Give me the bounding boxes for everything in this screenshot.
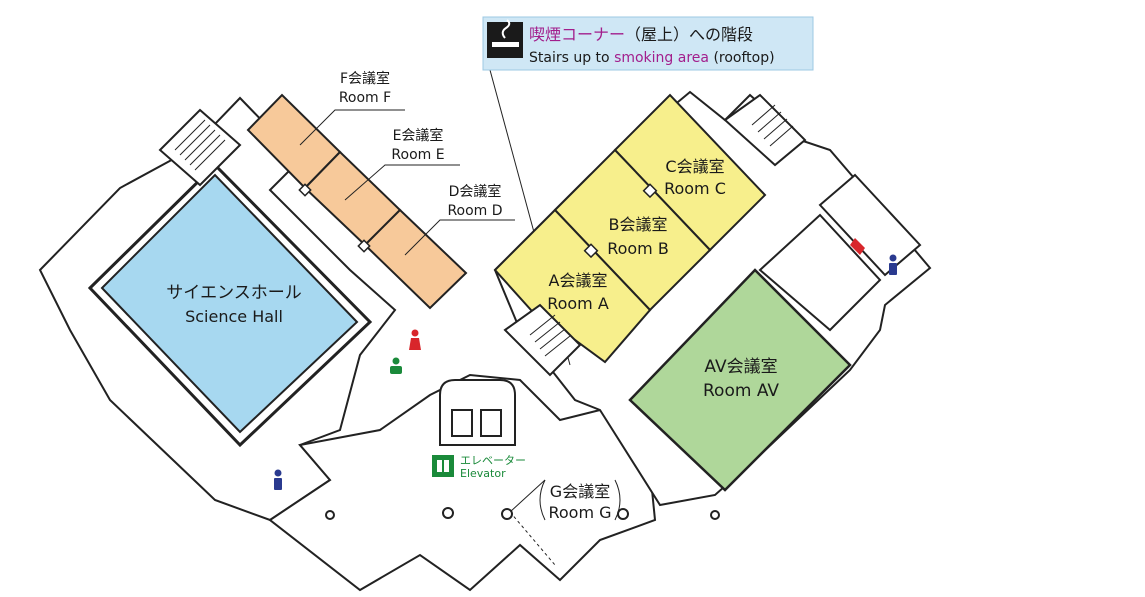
science-hall[interactable]: サイエンスホール Science Hall xyxy=(87,162,373,448)
restroom-male-icon-right xyxy=(889,254,897,275)
room-c-label-jp: C会議室 xyxy=(665,157,724,176)
lobby-outline xyxy=(268,373,657,592)
room-b-label-en: Room B xyxy=(607,239,669,258)
room-d-label: D会議室 Room D xyxy=(447,183,502,219)
room-g-label-jp: G会議室 xyxy=(550,482,610,501)
orange-rooms xyxy=(246,93,468,310)
science-hall-floor xyxy=(100,173,359,434)
smoking-legend-en: Stairs up to smoking area (rooftop) xyxy=(529,50,775,66)
room-f-label-en: Room F xyxy=(339,90,391,106)
room-c-label-en: Room C xyxy=(664,179,726,198)
elevator-label-en: Elevator xyxy=(460,467,506,480)
smoking-legend-en-prefix: Stairs up to xyxy=(529,50,614,66)
right-side-rooms xyxy=(758,173,922,332)
room-a-label-en: Room A xyxy=(547,294,609,313)
room-f-label-jp: F会議室 xyxy=(340,70,390,87)
restroom-female-icon-right xyxy=(850,238,865,255)
smoking-legend-box xyxy=(482,16,814,71)
smoking-legend-jp: 喫煙コーナー（屋上）への階段 xyxy=(529,25,753,44)
stairs-top-right xyxy=(723,93,807,167)
room-b-label: B会議室 Room B xyxy=(607,215,669,258)
science-hall-label-jp: サイエンスホール xyxy=(166,283,302,303)
accessible-restroom-icon xyxy=(390,357,402,374)
room-av-label-jp: AV会議室 xyxy=(704,357,777,377)
room-e-label: E会議室 Room E xyxy=(391,127,444,163)
pillars xyxy=(325,507,720,520)
room-av[interactable]: AV会議室 Room AV xyxy=(628,268,852,492)
smoking-legend-en-suffix: (rooftop) xyxy=(709,50,775,66)
room-e-label-jp: E会議室 xyxy=(393,127,444,144)
restroom-male-icon xyxy=(274,469,282,490)
elevator-icon xyxy=(432,455,454,477)
smoking-legend: 喫煙コーナー（屋上）への階段 Stairs up to smoking area… xyxy=(482,16,814,71)
room-a-label: A会議室 Room A xyxy=(547,271,609,313)
elevator-label-jp: エレベーター xyxy=(460,454,526,467)
stairs-top-left xyxy=(158,108,242,187)
yellow-rooms xyxy=(493,93,767,364)
smoking-legend-jp-highlight: コーナー xyxy=(561,25,625,44)
room-av-label-en: Room AV xyxy=(703,381,779,401)
room-a-label-jp: A会議室 xyxy=(549,271,608,290)
room-av-floor xyxy=(628,268,852,492)
room-c-label: C会議室 Room C xyxy=(664,157,726,198)
smoking-icon xyxy=(487,19,523,58)
smoking-legend-jp-rest: （屋上）への階段 xyxy=(625,25,753,44)
smoking-legend-en-highlight: smoking area xyxy=(614,50,709,66)
restroom-female-icon xyxy=(409,329,421,350)
elevator-shaft[interactable] xyxy=(439,379,516,446)
room-g[interactable]: G会議室 Room G xyxy=(539,479,621,522)
room-d-label-jp: D会議室 xyxy=(449,183,502,200)
room-d[interactable] xyxy=(363,208,468,310)
yellow-room-doors xyxy=(298,183,658,259)
stairs-to-smoking-area[interactable] xyxy=(503,303,582,377)
room-f-label: F会議室 Room F xyxy=(339,70,391,106)
room-e-label-en: Room E xyxy=(391,147,444,163)
science-hall-label-en: Science Hall xyxy=(185,307,283,326)
room-d-label-en: Room D xyxy=(447,203,502,219)
room-b-label-jp: B会議室 xyxy=(609,215,668,234)
room-g-label-en: Room G xyxy=(548,503,611,522)
smoking-legend-jp-prefix: 喫煙 xyxy=(529,25,561,44)
elevator-sign: エレベーター Elevator xyxy=(432,454,526,480)
